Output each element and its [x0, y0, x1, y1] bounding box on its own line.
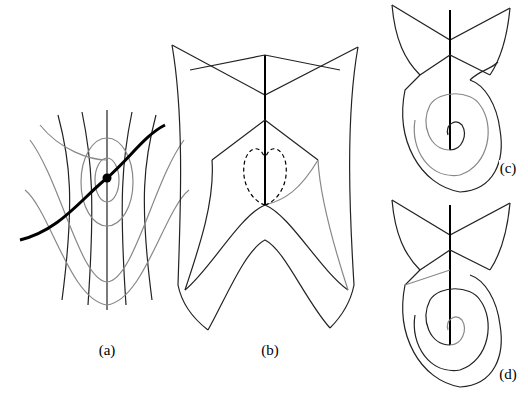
panel-label: (c) — [499, 160, 518, 177]
panel-c-surface — [392, 5, 510, 192]
panel-label: (b) — [260, 342, 280, 359]
panel-d-surface — [392, 200, 510, 387]
panel-label: (a) — [98, 342, 117, 359]
panel-a-curves — [20, 110, 189, 310]
panel-b-surface — [172, 45, 358, 330]
panel-label: (d) — [498, 366, 518, 383]
